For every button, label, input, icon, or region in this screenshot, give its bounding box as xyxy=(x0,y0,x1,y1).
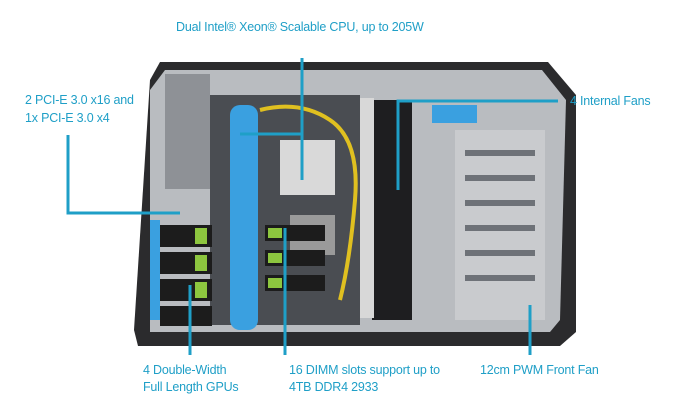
blue-latch xyxy=(432,105,477,123)
pcie-callout-line xyxy=(66,135,180,215)
cpu-label: Dual Intel® Xeon® Scalable CPU, up to 20… xyxy=(176,20,424,34)
dimm-label-line1: 16 DIMM slots support up to xyxy=(289,363,440,377)
pcie-label-line2: 1x PCI-E 3.0 x4 xyxy=(25,111,110,125)
fan-wall xyxy=(372,100,412,320)
fans-label: 4 Internal Fans xyxy=(570,94,651,108)
psu-bay xyxy=(165,74,210,189)
drive-cage-slots xyxy=(465,150,535,281)
air-shroud xyxy=(230,105,258,330)
front-fan-label: 12cm PWM Front Fan xyxy=(480,363,599,377)
cpu-heatsink xyxy=(280,140,335,195)
gpu-cards xyxy=(160,225,325,326)
pcie-label-line1: 2 PCI-E 3.0 x16 and xyxy=(25,93,134,107)
gpu-retention-clips xyxy=(150,220,160,320)
fans-callout-line xyxy=(396,99,558,190)
fan-bracket xyxy=(360,98,374,318)
gpus-label-line1: 4 Double-Width xyxy=(143,363,227,377)
gpus-label-line2: Full Length GPUs xyxy=(143,380,239,394)
dimm-label-line2: 4TB DDR4 2933 xyxy=(289,380,379,394)
